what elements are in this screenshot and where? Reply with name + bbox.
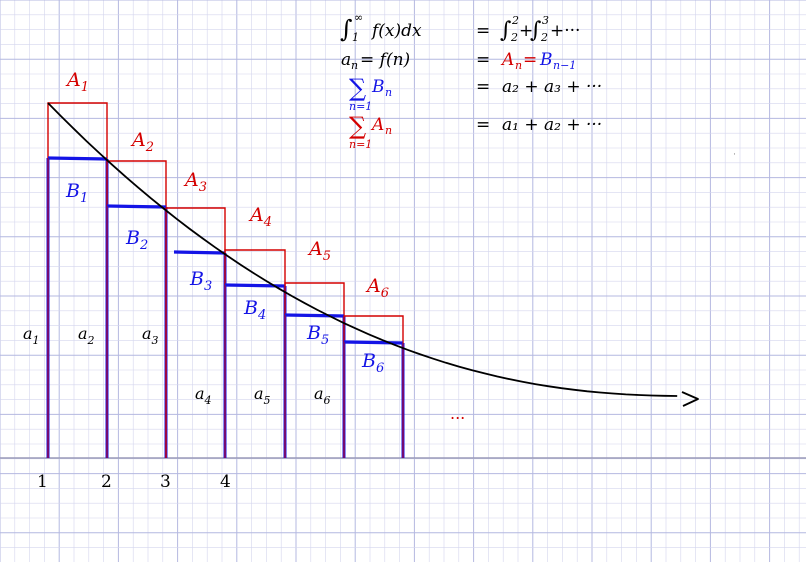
lower-label: B3 [189, 268, 212, 294]
lower-label: B1 [65, 180, 88, 206]
rhs-A-sub: n [515, 59, 522, 72]
lhs-a: a [341, 50, 351, 70]
x-tick-label: 4 [220, 472, 231, 492]
lhs-a-sub: n [351, 59, 358, 72]
term-label: a2 [78, 324, 95, 347]
sum-A-base: A [370, 115, 384, 135]
x-tick-label: 1 [37, 472, 48, 492]
term-label: a1 [23, 324, 40, 347]
upper-label: A4 [248, 204, 272, 230]
rhs-integral-2: ∫ [530, 18, 542, 43]
upper-label: A3 [183, 169, 207, 195]
rhs-integral-1-lower: 2 [510, 31, 518, 44]
lower-rectangle-top [106, 204, 167, 209]
upper-rectangle [343, 315, 404, 458]
x-tick-label: 2 [101, 472, 112, 492]
lower-label: B4 [243, 297, 266, 323]
rhs-integral-2-upper: 3 [542, 14, 549, 27]
step-rectangles [46, 102, 405, 458]
formula-row-definition: a n = f(n) = A n = B n−1 [341, 50, 576, 72]
lower-label: B6 [361, 350, 384, 376]
rhs-integral-1-upper: 2 [511, 14, 519, 27]
term-label: a6 [314, 384, 331, 407]
lower-label: B5 [306, 322, 329, 348]
x-tick-label: 3 [160, 472, 171, 492]
rhs-sum-B: a₂ + a₃ + ··· [502, 77, 602, 97]
integral-sign: ∫ [340, 15, 353, 43]
rhs-mid-eq: = [523, 50, 537, 70]
stray-mark: · [733, 149, 736, 159]
sum-B-base: B [371, 77, 385, 97]
rhs-tail: +··· [550, 21, 580, 41]
upper-label: A6 [365, 275, 389, 301]
lower-rectangle-top [343, 340, 404, 345]
upper-label: A1 [65, 69, 89, 95]
term-label: a5 [254, 384, 271, 407]
rhs-B: B [539, 50, 553, 70]
integral-upper-limit: ∞ [354, 11, 363, 24]
lower-rectangle-top [47, 156, 108, 161]
integrand: f(x)dx [370, 21, 422, 41]
sum-sign-B: ∑ [349, 74, 366, 102]
sum-B-lower: n=1 [349, 100, 372, 113]
lower-rectangle-top [173, 250, 226, 255]
formula-block: ∫ 1 ∞ f(x)dx = ∫ 2 2 + ∫ 2 3 +··· a n = … [340, 11, 602, 151]
lower-rectangle-top [284, 313, 345, 318]
curve-f [47, 102, 699, 407]
lower-label: B2 [125, 227, 148, 253]
upper-label: A5 [307, 238, 331, 264]
rhs-A: A [500, 50, 514, 70]
sum-A-lower: n=1 [349, 138, 372, 151]
formula-equals-3: = [476, 77, 490, 97]
upper-rectangle [165, 207, 226, 458]
formula-equals-4: = [476, 115, 490, 135]
curve-line [47, 102, 678, 397]
term-label: a4 [195, 384, 212, 407]
x-axis: 1 2 3 4 [0, 457, 806, 492]
sum-sign-A: ∑ [349, 112, 366, 140]
formula-equals-2: = [476, 50, 490, 70]
formula-row-sum-B: ∑ n=1 B n = a₂ + a₃ + ··· [349, 74, 602, 113]
sum-A-sub: n [385, 124, 392, 137]
formula-row-integral: ∫ 1 ∞ f(x)dx = ∫ 2 2 + ∫ 2 3 +··· [340, 11, 580, 44]
curve-arrowhead [681, 391, 699, 407]
formula-row-sum-A: ∑ n=1 A n = a₁ + a₂ + ··· [349, 112, 602, 151]
upper-rectangle [47, 102, 108, 458]
rhs-B-sub: n−1 [553, 59, 576, 72]
ellipsis: ... [450, 404, 465, 423]
integral-lower-limit: 1 [352, 31, 359, 44]
term-label: a3 [142, 324, 159, 347]
rhs-plus: + [519, 21, 533, 41]
upper-label: A2 [130, 129, 154, 155]
rhs-sum-A: a₁ + a₂ + ··· [502, 115, 602, 135]
sum-B-sub: n [385, 86, 392, 99]
formula-equals-1: = [476, 21, 490, 41]
rhs-integral-1: ∫ [500, 18, 512, 43]
rhs-integral-2-lower: 2 [540, 31, 548, 44]
lhs-rest: = f(n) [360, 50, 410, 70]
